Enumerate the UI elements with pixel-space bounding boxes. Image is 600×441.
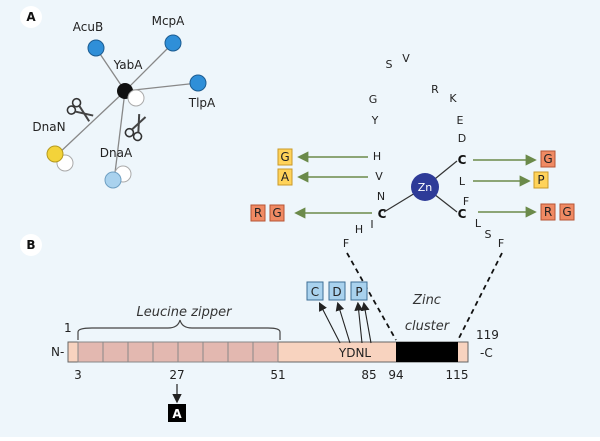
dnaa-node (104, 171, 122, 189)
leucine-zipper-brace (77, 319, 281, 340)
mutation-label: D (332, 285, 341, 299)
mutation-box (533, 171, 549, 189)
tlpa-label: TlpA (188, 96, 216, 110)
residue-number: 51 (270, 368, 285, 382)
mutation-box (350, 281, 368, 301)
yaba-label: YabA (113, 58, 144, 72)
n-terminus: N- (51, 345, 64, 359)
mutation-label: G (280, 150, 289, 164)
seq-v: V (402, 52, 410, 65)
seq-k: K (449, 92, 457, 105)
residue-number: 27 (169, 368, 184, 382)
mutation-box (540, 203, 556, 221)
mutation-box (559, 203, 575, 221)
residue-number: 1 (64, 321, 72, 335)
seq-right: E (457, 114, 464, 127)
residue-number: 94 (388, 368, 403, 382)
mutation-box (269, 204, 285, 222)
seq-right-cys: C (458, 207, 467, 221)
ydnl-motif: YDNL (338, 346, 372, 360)
seq-left: H (355, 223, 363, 236)
seq-right: F (463, 195, 469, 208)
panel-a-label: A (26, 10, 36, 24)
mutation-label-a: A (172, 407, 182, 421)
mutation-label: G (272, 206, 281, 220)
scissors-icon (124, 113, 147, 142)
right-mutation-arrows (473, 154, 537, 218)
seq-left: F (343, 237, 349, 250)
leucine-zipper-segments (77, 341, 279, 363)
mcpa-label: McpA (152, 14, 186, 28)
mutation-box (306, 281, 324, 301)
acub-label: AcuB (73, 20, 103, 34)
seq-left: V (375, 170, 383, 183)
mutation-box-a (168, 404, 186, 422)
dnaa-label: DnaA (100, 146, 133, 160)
left-mutation-arrows (294, 151, 372, 219)
acub-node (87, 39, 105, 57)
c-terminus: -C (480, 346, 493, 360)
zinc-connectors (346, 252, 503, 341)
seq-r: R (431, 83, 439, 96)
residue-number: 115 (446, 368, 469, 382)
zn-label: Zn (418, 181, 433, 194)
mutation-box (250, 204, 266, 222)
seq-right: L (475, 217, 482, 230)
zinc-cluster-region (396, 342, 458, 362)
mcpa-node (164, 34, 182, 52)
seq-right-cys: C (458, 153, 467, 167)
zinc-cluster-label: Zinc (412, 293, 441, 308)
seq-left: N (377, 190, 385, 203)
scissors-icon (66, 97, 94, 122)
mutation-label: G (562, 205, 571, 219)
mutation-box (540, 150, 556, 168)
seq-left: G (369, 93, 378, 106)
seq-left: Y (371, 114, 379, 127)
mutation-box (277, 148, 293, 166)
dnan-node (46, 145, 64, 163)
mutation-label: A (281, 170, 290, 184)
yaba-secondary-node (127, 89, 145, 107)
seq-right: D (458, 132, 466, 145)
seq-left: H (373, 150, 381, 163)
seq-left-cys: C (378, 207, 387, 221)
mutation-box (328, 281, 346, 301)
residue-number: 85 (361, 368, 376, 382)
mutation-label: P (355, 285, 362, 299)
seq-right: L (459, 175, 466, 188)
seq-left: I (370, 218, 373, 231)
mutation-label: G (543, 152, 552, 166)
leucine-zipper-label: Leucine zipper (137, 305, 234, 320)
seq-right: F (498, 237, 504, 250)
seq-s: S (386, 58, 393, 71)
panel-a-badge (20, 6, 42, 28)
mutation-box (277, 168, 293, 186)
residue-number: 3 (74, 368, 82, 382)
dnan-label: DnaN (32, 120, 65, 134)
panel-b-label: B (26, 238, 35, 252)
panel-b-badge (20, 234, 42, 256)
interaction-lines (56, 42, 199, 174)
seq-right: S (485, 228, 492, 241)
ydnl-mutation-arrows (318, 301, 372, 344)
zn-atom (411, 173, 439, 201)
mutation-label: R (254, 206, 262, 220)
zinc-cluster-label: cluster (405, 319, 451, 334)
residue-number: 119 (476, 328, 499, 342)
mutation-label: R (544, 205, 552, 219)
tlpa-node (189, 74, 207, 92)
mutation-label: C (311, 285, 319, 299)
mutation-label: P (537, 173, 544, 187)
